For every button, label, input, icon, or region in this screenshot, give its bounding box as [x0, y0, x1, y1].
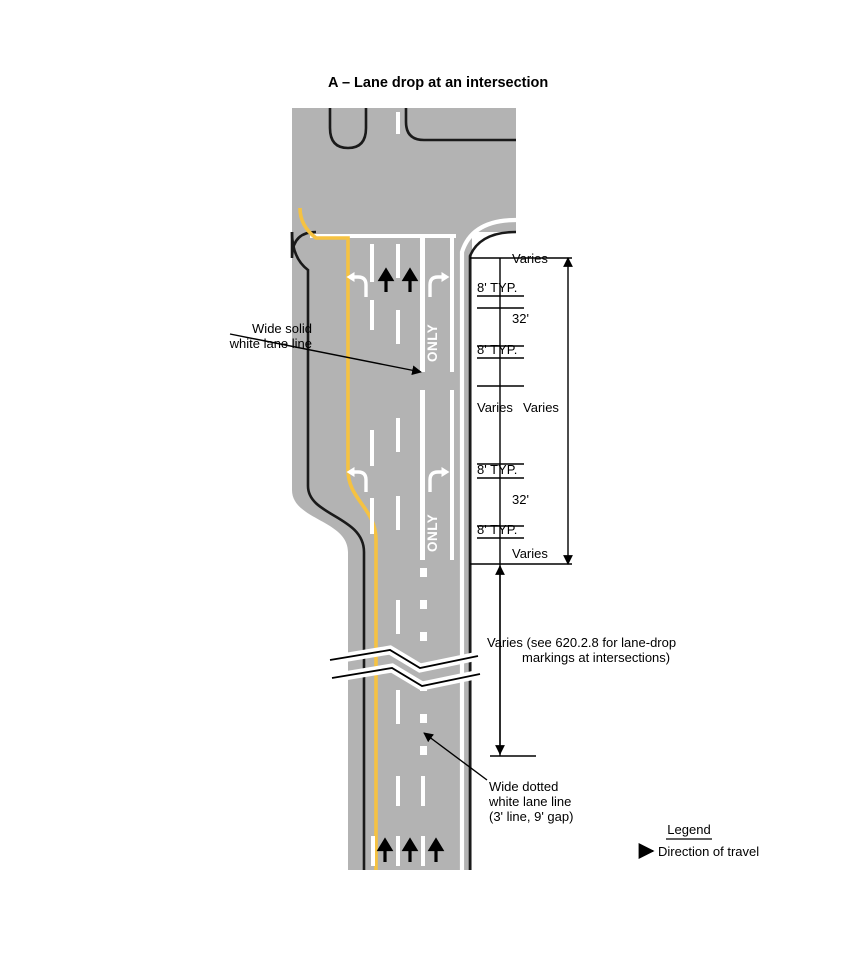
lane-dash-m2 [396, 690, 400, 724]
wide-solid-label-line1: Wide solid [252, 321, 312, 336]
dimension-chain-inner [470, 257, 572, 757]
lane-line-right-lower [450, 390, 454, 560]
figure-title: A – Lane drop at an intersection [328, 75, 548, 91]
right-curb-edge [468, 230, 517, 870]
legend-item-direction-of-travel: Direction of travel [638, 843, 759, 859]
dim-upper-8typ-1: 8' TYP. [477, 280, 517, 295]
lane-line-a2 [370, 300, 374, 330]
overall-varies-dimension: Varies [523, 257, 573, 565]
dim-lower-varies-bot: Varies [512, 546, 548, 561]
wide-dotted-label-line1: Wide dotted [489, 779, 558, 794]
dim-lower-8typ-1: 8' TYP. [477, 462, 517, 477]
cross-street-dash [396, 112, 400, 134]
wide-dotted-label-line3: (3' line, 9' gap) [489, 809, 573, 824]
wide-dotted-dot [420, 632, 427, 641]
lane-line-a1 [370, 244, 374, 282]
legend: Legend Direction of travel [638, 822, 759, 859]
left-curb-edge [290, 231, 366, 870]
break-symbol [329, 645, 481, 691]
wide-solid-white-lane-line-lower [420, 390, 425, 560]
approach-pavement [292, 232, 472, 870]
lane-dash-m1 [396, 600, 400, 634]
intersection-pavement [292, 108, 516, 232]
lane-line-right-upper [450, 236, 454, 372]
lane-line-b2 [370, 498, 374, 534]
lane-dash-u4 [396, 496, 400, 530]
dim-lower-8typ-2: 8' TYP. [477, 522, 517, 537]
median-nose [328, 108, 368, 150]
only-marking-lower: ONLY [425, 514, 440, 552]
wide-solid-white-lane-line-upper [420, 236, 425, 372]
lane-dash-bot1 [396, 836, 400, 866]
wide-dotted-dot [420, 568, 427, 577]
wide-solid-leader-line [229, 333, 422, 376]
wide-dotted-dot [420, 600, 427, 609]
wide-dotted-dot [420, 714, 427, 723]
lane-dash-bot2 [421, 836, 425, 866]
curb-outlines [290, 108, 517, 870]
dim-overall-varies: Varies [523, 400, 559, 415]
lane-dash-u2 [396, 310, 400, 344]
varies-note-line1: Varies (see 620.2.8 for lane-drop [487, 635, 676, 650]
wide-solid-label-line2: white lane line [229, 336, 312, 351]
dim-upper-varies-top: Varies [512, 251, 548, 266]
dim-upper-varies-mid: Varies [477, 400, 513, 415]
dim-upper-8typ-2: 8' TYP. [477, 342, 517, 357]
wide-dotted-leader-line [423, 732, 488, 781]
wide-dotted-label-line2: white lane line [488, 794, 571, 809]
lane-dash-bot3 [371, 836, 375, 866]
lane-dash-l2 [396, 776, 400, 806]
wide-dotted-dot [420, 746, 427, 755]
legend-title: Legend [667, 822, 710, 837]
top-right-curb-return [404, 108, 516, 142]
lane-line-b1 [370, 430, 374, 466]
lane-dash-l1 [421, 776, 425, 806]
varies-note-line2: markings at intersections) [522, 650, 670, 665]
dim-upper-32: 32' [512, 311, 529, 326]
dim-lower-32: 32' [512, 492, 529, 507]
lane-lines-group [370, 112, 454, 866]
white-edge-line-right [459, 217, 517, 870]
lane-dash-u3 [396, 418, 400, 452]
only-marking-upper: ONLY [425, 324, 440, 362]
legend-item-label: Direction of travel [658, 844, 759, 859]
lane-dash-u1 [396, 244, 400, 278]
